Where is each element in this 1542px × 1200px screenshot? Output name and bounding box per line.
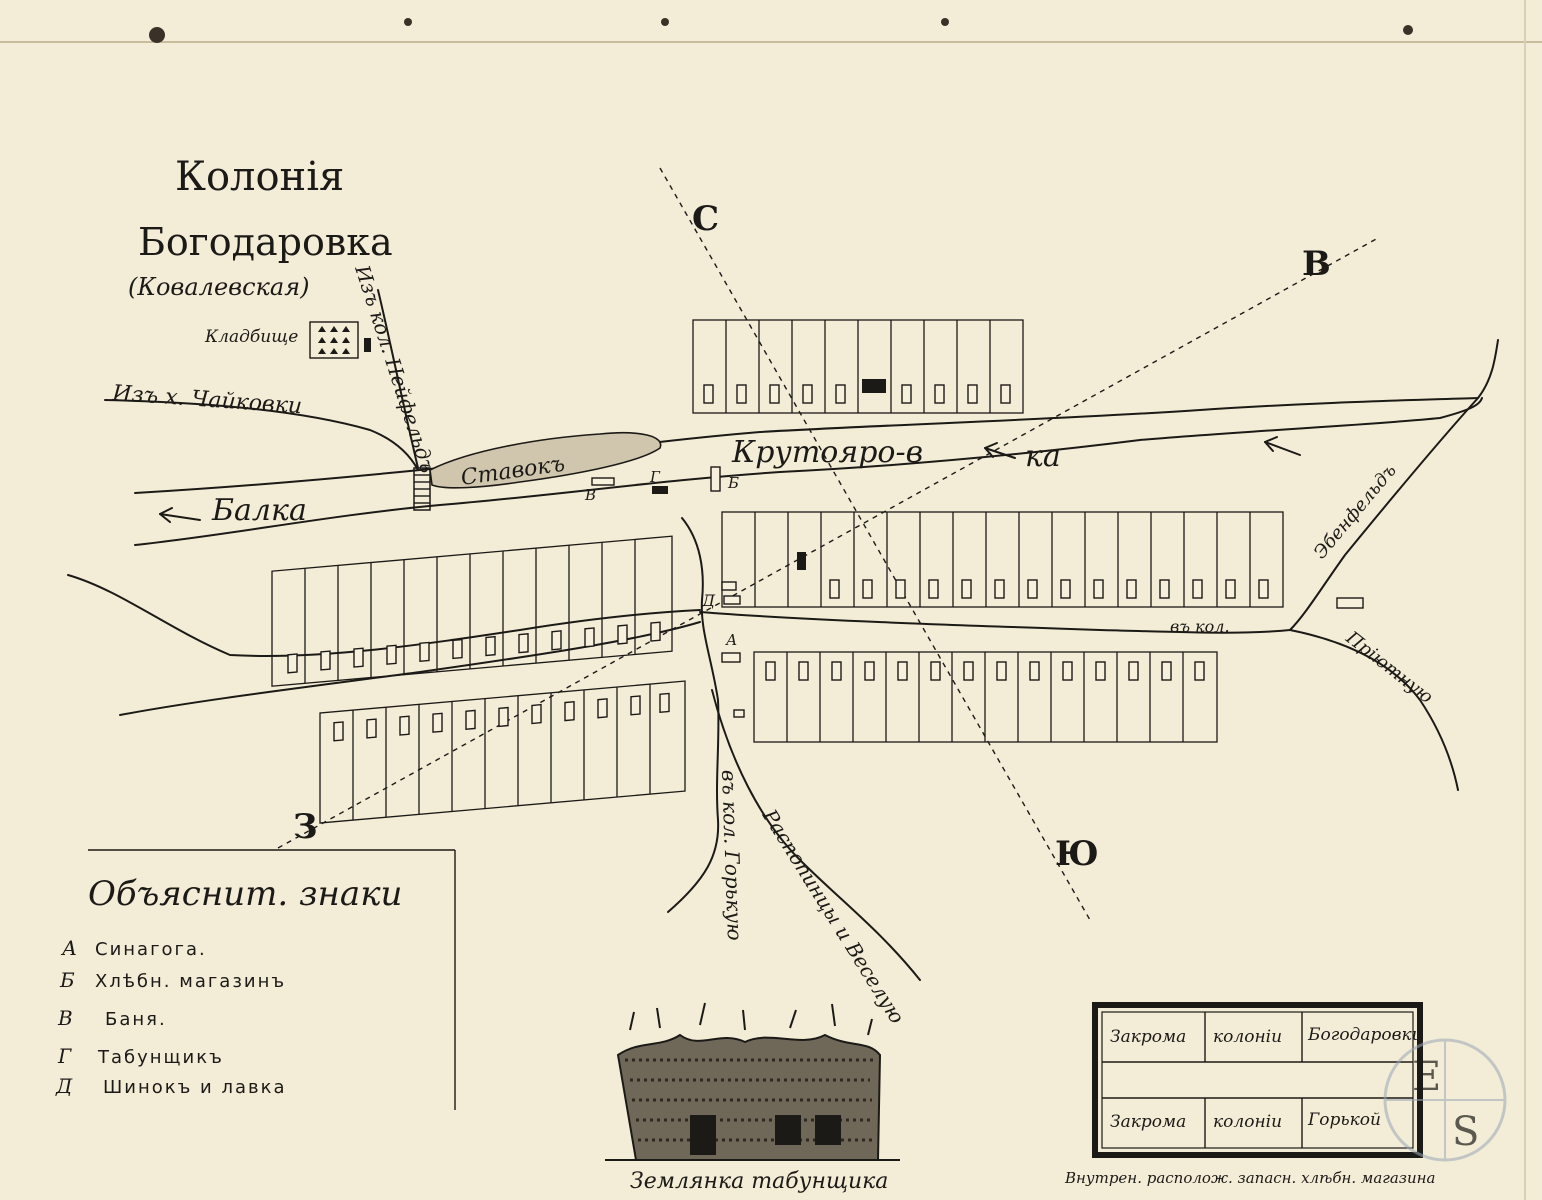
small-building bbox=[733, 709, 745, 718]
binding-hole bbox=[661, 18, 669, 26]
block-west-lower bbox=[319, 680, 686, 824]
river-label-balka: Балка bbox=[211, 493, 307, 528]
marker-a: А bbox=[725, 631, 737, 649]
granary-cell: Горькой bbox=[1307, 1110, 1381, 1130]
block-north bbox=[692, 319, 1024, 414]
tavern-shop-building bbox=[723, 595, 741, 605]
road-main-east bbox=[699, 611, 1291, 634]
compass-north: С bbox=[692, 199, 719, 239]
legend-text: Хлѣбн. магазинъ bbox=[95, 971, 286, 992]
binding-hole bbox=[149, 27, 165, 43]
legend-letter: В bbox=[57, 1006, 73, 1030]
block-east-lower bbox=[753, 651, 1218, 743]
river-label-krutoyarovka-1: Крутояро-в bbox=[731, 435, 923, 470]
legend-text: Шинокъ и лавка bbox=[103, 1077, 287, 1098]
pond bbox=[429, 431, 662, 489]
watermark-stamp bbox=[1383, 1038, 1507, 1162]
marker-v: В bbox=[584, 486, 596, 504]
granary-cell: Богодаровки bbox=[1307, 1025, 1423, 1045]
cemetery-symbol bbox=[309, 321, 371, 359]
river-label-krutoyarovka-2: ка bbox=[1025, 439, 1061, 474]
block-east-upper bbox=[721, 511, 1284, 608]
granary-building bbox=[710, 466, 721, 492]
compass-south: Ю bbox=[1055, 834, 1099, 874]
granary-cell: колоніи bbox=[1213, 1112, 1282, 1132]
river-south-bank bbox=[134, 397, 1483, 546]
map-title-line3: (Ковалевская) bbox=[128, 273, 309, 301]
road-to-rasp bbox=[711, 689, 921, 981]
dugout-caption: Землянка табунщика bbox=[630, 1169, 888, 1194]
marker-d: Д bbox=[701, 591, 716, 610]
compass-west: З bbox=[293, 807, 318, 847]
road-to-priyut bbox=[1289, 629, 1459, 791]
north-south-line bbox=[659, 167, 1091, 921]
flow-arrow-center bbox=[984, 442, 1016, 459]
road-label-priyut-prefix: въ кол. bbox=[1170, 617, 1230, 636]
granary-diagram bbox=[1092, 1002, 1423, 1158]
granary-cell: Закрома bbox=[1110, 1112, 1186, 1132]
binding-hole bbox=[1403, 25, 1413, 35]
legend-text: Баня. bbox=[105, 1009, 167, 1030]
legend-panel bbox=[88, 849, 456, 1110]
granary-caption: Внутрен. располож. запасн. хлѣбн. магази… bbox=[1064, 1169, 1435, 1187]
legend-letter: Д bbox=[55, 1074, 73, 1098]
map-title-line1: Колонія bbox=[175, 154, 344, 200]
road-from-neifeld bbox=[377, 289, 419, 469]
legend-title: Объяснит. знаки bbox=[88, 874, 402, 914]
road-from-ebenfeld bbox=[1289, 397, 1479, 631]
legend-letter: А bbox=[60, 936, 77, 960]
binding-hole bbox=[404, 18, 412, 26]
watermark-letter-s: S bbox=[1452, 1109, 1479, 1155]
cemetery-label: Кладбище bbox=[204, 327, 298, 347]
granary-cell: Закрома bbox=[1110, 1027, 1186, 1047]
flow-arrow-right bbox=[1264, 436, 1301, 456]
herdsman-building bbox=[652, 486, 668, 494]
flow-arrow-left bbox=[159, 507, 201, 523]
bathhouse-building bbox=[591, 477, 615, 486]
binding-hole bbox=[941, 18, 949, 26]
watermark-letter-e: E bbox=[1412, 1054, 1441, 1100]
river-north-bank bbox=[134, 339, 1499, 494]
road-from-chaikovka bbox=[104, 399, 419, 471]
synagogue-building bbox=[721, 652, 741, 663]
granary-cell: колоніи bbox=[1213, 1027, 1282, 1047]
block-west-upper bbox=[271, 535, 673, 687]
legend-text: Табунщикъ bbox=[97, 1047, 224, 1068]
legend-letter: Г bbox=[57, 1044, 72, 1068]
road-to-gorkaya bbox=[667, 517, 720, 913]
map-title-line2: Богодаровка bbox=[138, 220, 393, 264]
compass-east: В bbox=[1302, 244, 1331, 284]
tavern-building bbox=[721, 581, 737, 591]
dugout-illustration bbox=[605, 1002, 900, 1161]
legend-text: Синагога. bbox=[95, 939, 207, 960]
road-west-lower bbox=[119, 621, 701, 716]
road-label-gorkaya: въ кол. Горькую bbox=[717, 769, 747, 941]
dam bbox=[413, 467, 431, 511]
legend-letter: Б bbox=[59, 968, 75, 992]
outlying-building bbox=[1336, 597, 1364, 609]
marker-b: Б bbox=[727, 474, 739, 492]
marker-g: Г bbox=[649, 468, 661, 486]
